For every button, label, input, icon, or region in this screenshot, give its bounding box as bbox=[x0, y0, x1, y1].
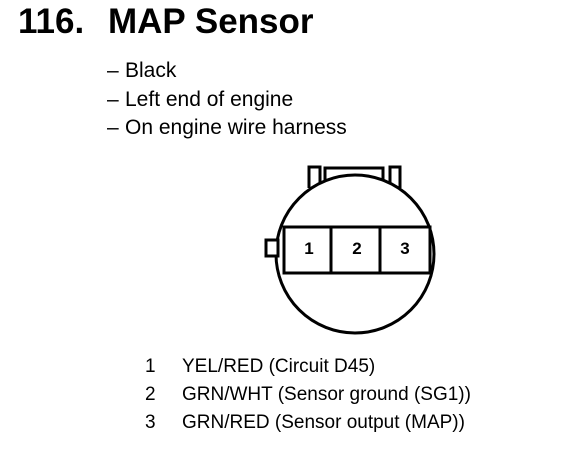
description-item: –Black bbox=[107, 57, 347, 86]
pinout-item: 2 GRN/WHT (Sensor ground (SG1)) bbox=[145, 381, 471, 409]
pin-description: YEL/RED (Circuit D45) bbox=[182, 356, 376, 377]
description-harness: On engine wire harness bbox=[125, 116, 347, 139]
pinout-list: 1 YEL/RED (Circuit D45) 2 GRN/WHT (Sensor … bbox=[145, 353, 471, 437]
description-item: –On engine wire harness bbox=[107, 114, 347, 143]
pin-description: GRN/WHT (Sensor ground (SG1)) bbox=[182, 384, 471, 405]
dash-bullet: – bbox=[107, 59, 119, 82]
terminal-3-label: 3 bbox=[400, 239, 409, 258]
pinout-item: 3 GRN/RED (Sensor output (MAP)) bbox=[145, 409, 471, 437]
component-description-list: –Black –Left end of engine –On engine wi… bbox=[107, 57, 347, 143]
page-title: 116. MAP Sensor bbox=[18, 2, 314, 42]
description-color: Black bbox=[125, 59, 177, 82]
terminal-2-label: 2 bbox=[352, 239, 361, 258]
pin-description: GRN/RED (Sensor output (MAP)) bbox=[182, 412, 465, 433]
pin-number: 2 bbox=[145, 384, 156, 405]
description-location: Left end of engine bbox=[125, 87, 294, 111]
connector-key bbox=[264, 238, 280, 258]
dash-bullet: – bbox=[107, 116, 119, 139]
description-item: –Left end of engine bbox=[107, 86, 347, 115]
pin-number: 1 bbox=[145, 356, 156, 377]
terminal-1-label: 1 bbox=[304, 239, 313, 258]
pinout-item: 1 YEL/RED (Circuit D45) bbox=[145, 353, 471, 381]
section-number: 116. bbox=[18, 2, 85, 41]
component-title: MAP Sensor bbox=[108, 2, 314, 41]
connector-locking-tab bbox=[307, 165, 402, 188]
terminal-block bbox=[282, 225, 432, 275]
dash-bullet: – bbox=[107, 87, 119, 111]
pin-number: 3 bbox=[145, 412, 156, 433]
